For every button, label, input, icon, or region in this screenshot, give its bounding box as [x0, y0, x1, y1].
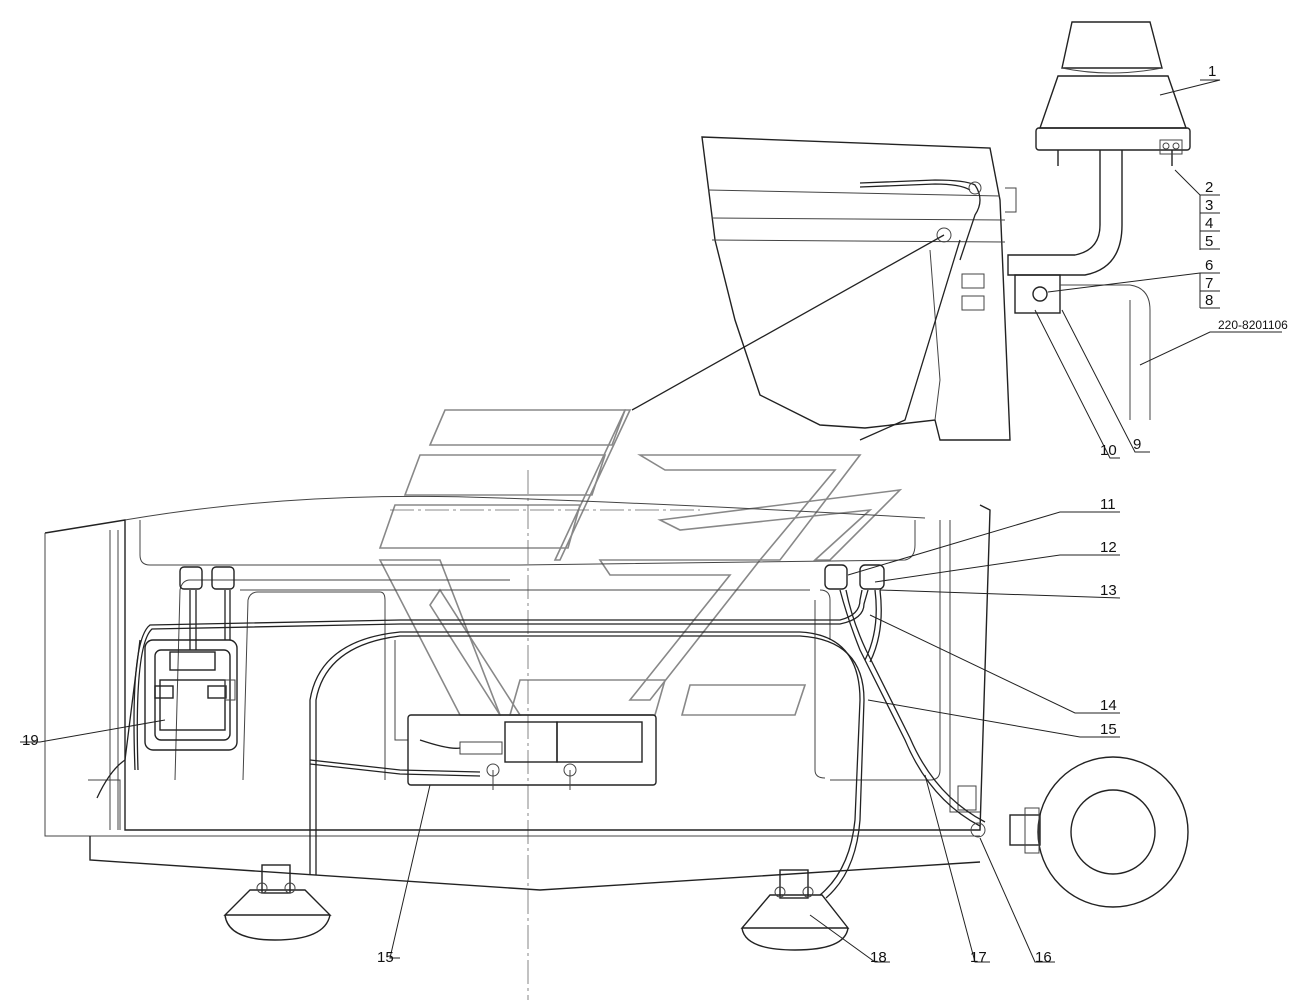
- lamp-bracket: [1007, 150, 1151, 420]
- callout-11: 11: [1100, 496, 1116, 513]
- beacon-lamp: [1035, 21, 1191, 166]
- callout-5: 5: [1205, 233, 1213, 250]
- callout-1: 1: [1208, 63, 1216, 80]
- leader-lines: [20, 79, 1282, 963]
- switch-panel: [144, 639, 238, 751]
- callout-8: 8: [1205, 292, 1213, 309]
- wiring-harness: [96, 589, 986, 899]
- callout-6: 6: [1205, 257, 1213, 274]
- callout-19: 19: [22, 732, 39, 749]
- work-light-right: [740, 869, 850, 951]
- reference-number: 220-8201106: [1218, 318, 1288, 332]
- callout-7: 7: [1205, 275, 1213, 292]
- callout-17: 17: [970, 949, 987, 966]
- callout-3: 3: [1205, 197, 1213, 214]
- connector-pair-left: [179, 566, 235, 590]
- callout-16: 16: [1035, 949, 1052, 966]
- relay-box: [407, 714, 657, 790]
- work-light-left: [223, 864, 332, 941]
- connector-pair-right: [824, 564, 885, 590]
- callout-13: 13: [1100, 582, 1117, 599]
- callout-15-right: 15: [1100, 721, 1117, 738]
- horn: [1009, 756, 1189, 908]
- callout-4: 4: [1205, 215, 1213, 232]
- callout-18: 18: [870, 949, 887, 966]
- cab-upper-panel: [701, 136, 1017, 441]
- beacon-wire: [859, 179, 981, 261]
- callout-12: 12: [1100, 539, 1117, 556]
- callout-15-bottom: 15: [377, 949, 394, 966]
- callout-2: 2: [1205, 179, 1213, 196]
- watermark-logo: [378, 409, 903, 716]
- callout-9: 9: [1133, 436, 1141, 453]
- callout-14: 14: [1100, 697, 1117, 714]
- callout-10: 10: [1100, 442, 1117, 459]
- cab-body: [44, 495, 991, 891]
